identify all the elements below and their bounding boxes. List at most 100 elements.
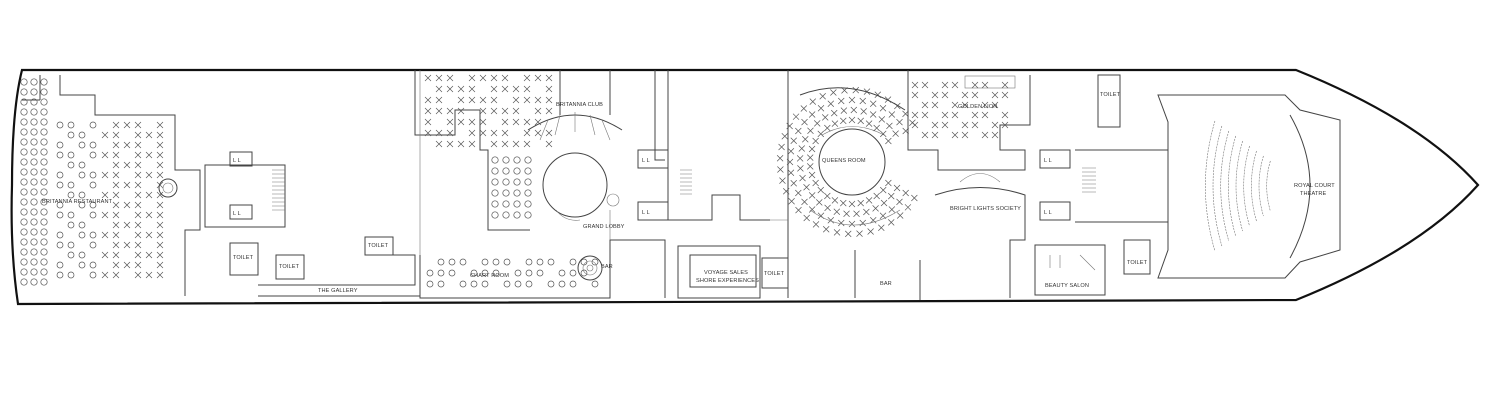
seat [481, 269, 489, 277]
table-glyph [435, 107, 443, 115]
table-glyph [776, 154, 784, 162]
table-glyph [1001, 81, 1009, 89]
britannia-restaurant-label: BRITANNIA RESTAURANT [42, 199, 113, 205]
table-glyph [827, 217, 835, 224]
table-glyph [808, 206, 816, 213]
table-glyph [790, 137, 797, 145]
seat [30, 198, 38, 206]
table-glyph [534, 107, 542, 115]
table-glyph [878, 116, 886, 123]
table-glyph [145, 171, 153, 179]
table-glyph [787, 169, 795, 177]
the-gallery[interactable]: THE GALLERY [258, 254, 420, 297]
table-glyph [490, 107, 498, 115]
table-glyph [848, 220, 856, 228]
voyage-sales-office[interactable]: VOYAGE SALES SHORE EXPERIENCES [677, 245, 761, 299]
britannia-club-area[interactable]: BRITANNIA CLUB [414, 70, 665, 231]
seat [547, 280, 555, 288]
seat [40, 148, 48, 156]
table-glyph [786, 158, 794, 166]
seat [547, 258, 555, 266]
table-glyph [145, 211, 153, 219]
seat [30, 168, 38, 176]
table-glyph [457, 140, 465, 148]
table-glyph [134, 211, 142, 219]
table-glyph [134, 131, 142, 139]
seat [20, 248, 28, 256]
seat [491, 156, 499, 164]
grand-lobby[interactable]: L L L L GRAND LOBBY [527, 70, 770, 230]
table-glyph [981, 111, 989, 119]
seat [67, 151, 75, 159]
table-glyph [534, 129, 542, 137]
seat [78, 141, 86, 149]
seat [30, 188, 38, 196]
seat [20, 228, 28, 236]
seat [569, 269, 577, 277]
table-glyph [523, 74, 531, 82]
table-glyph [824, 204, 831, 212]
queens-room[interactable]: QUEENS ROOM BAR [776, 70, 918, 298]
britannia-restaurant-area[interactable]: BRITANNIA RESTAURANT [20, 75, 201, 296]
table-glyph [812, 137, 819, 145]
table-glyph [865, 120, 873, 127]
table-glyph [981, 81, 989, 89]
table-glyph [911, 194, 918, 202]
seat [20, 278, 28, 286]
table-glyph [797, 165, 804, 172]
svg-text:TOILET: TOILET [368, 243, 389, 249]
table-glyph [490, 74, 498, 82]
seat [40, 138, 48, 146]
chart-room[interactable]: CHART ROOM BAR [419, 239, 666, 299]
table-glyph [501, 107, 509, 115]
golden-lion-pub[interactable]: GOLDEN LION [907, 70, 1031, 171]
seat [67, 191, 75, 199]
table-glyph [896, 118, 903, 126]
table-glyph [446, 107, 454, 115]
table-glyph [156, 141, 164, 149]
seat [40, 188, 48, 196]
table-glyph [911, 81, 919, 89]
seat [437, 258, 445, 266]
shore-experiences-label: SHORE EXPERIENCES [696, 278, 759, 284]
table-glyph [971, 111, 979, 119]
table-glyph [435, 85, 443, 93]
toilet-aft-2[interactable]: TOILET [275, 254, 305, 280]
seat [502, 200, 510, 208]
royal-court-theatre[interactable]: ROYAL COURT THEATRE [1157, 94, 1341, 279]
seat [40, 248, 48, 256]
seat [89, 181, 97, 189]
beauty-salon[interactable]: BEAUTY SALON [1034, 244, 1106, 296]
seat [514, 269, 522, 277]
table-glyph [921, 81, 929, 89]
table-glyph [523, 118, 531, 126]
seat [56, 201, 64, 209]
seat [20, 268, 28, 276]
seat [67, 181, 75, 189]
table-glyph [856, 230, 863, 237]
table-glyph [821, 114, 829, 121]
table-glyph [991, 121, 999, 129]
toilet-forward-1[interactable]: TOILET [1097, 74, 1121, 128]
seat [503, 258, 511, 266]
table-glyph [857, 117, 864, 125]
theatre-seat-row [1243, 145, 1250, 227]
table-glyph [781, 132, 789, 140]
seat [40, 268, 48, 276]
table-glyph [833, 208, 841, 215]
seat [78, 201, 86, 209]
table-glyph [951, 81, 959, 89]
svg-text:L L: L L [233, 211, 241, 217]
svg-text:TOILET: TOILET [1100, 92, 1121, 98]
seat [30, 178, 38, 186]
table-glyph [490, 140, 498, 148]
table-glyph [134, 161, 142, 169]
toilet-aft-1[interactable]: TOILET [229, 242, 259, 276]
toilet-gallery[interactable]: TOILET [364, 236, 394, 256]
toilet-forward-2[interactable]: TOILET [1123, 239, 1151, 275]
bright-lights-society[interactable]: BRIGHT LIGHTS SOCIETY [919, 173, 1026, 301]
bright-lights-label: BRIGHT LIGHTS SOCIETY [950, 206, 1021, 212]
table-glyph [424, 74, 432, 82]
table-glyph [801, 198, 808, 206]
table-glyph [904, 204, 912, 211]
